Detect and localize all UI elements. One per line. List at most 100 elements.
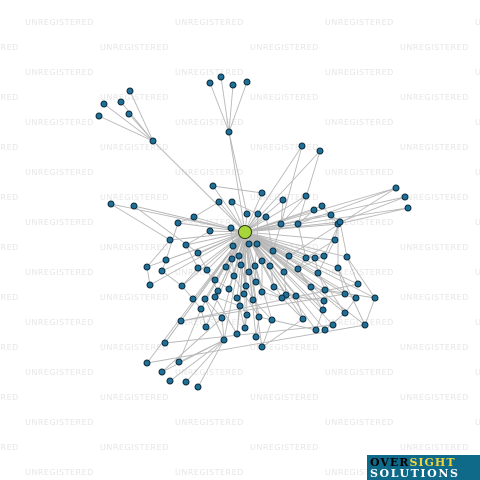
network-edge (181, 267, 199, 287)
watermark-text: UNREGISTERED (400, 293, 469, 302)
network-node (302, 192, 310, 200)
network-node (241, 324, 249, 332)
network-node (302, 254, 310, 262)
network-node (225, 128, 233, 136)
watermark-text: UNREGISTERED (100, 193, 169, 202)
network-node (158, 368, 166, 376)
network-edge (310, 286, 357, 299)
network-edge (244, 231, 376, 299)
network-edge (339, 221, 348, 258)
network-node (95, 112, 103, 120)
watermark-text: UNREGISTERED (325, 268, 394, 277)
network-edge (225, 245, 234, 268)
watermark-text: UNREGISTERED (325, 168, 394, 177)
network-edge (317, 272, 346, 314)
network-edge (236, 305, 241, 335)
network-node (243, 78, 251, 86)
network-node (130, 202, 138, 210)
network-node (225, 285, 233, 293)
watermark-text: UNREGISTERED (0, 43, 19, 52)
network-edge (265, 216, 274, 252)
network-node (162, 256, 170, 264)
network-node (252, 333, 260, 341)
network-edge (252, 299, 273, 321)
network-edge (285, 294, 325, 302)
network-edge (228, 131, 246, 233)
network-edge (103, 103, 154, 142)
network-node (161, 339, 169, 347)
network-edge (297, 187, 397, 225)
network-node (299, 315, 307, 323)
network-node (319, 306, 327, 314)
network-node (253, 240, 261, 248)
network-edge (339, 196, 406, 223)
network-node (117, 98, 125, 106)
network-edge (169, 231, 246, 241)
watermark-text: UNREGISTERED (400, 343, 469, 352)
watermark-text: UNREGISTERED (475, 368, 480, 377)
network-edge (297, 150, 321, 225)
network-edge (128, 113, 154, 142)
network-edge (228, 81, 248, 133)
network-node (258, 189, 266, 197)
network-node (218, 314, 226, 322)
network-edge (185, 231, 246, 246)
network-node (278, 294, 286, 302)
watermark-text: UNREGISTERED (400, 143, 469, 152)
network-node (166, 236, 174, 244)
network-edge (220, 76, 230, 133)
network-node (307, 283, 315, 291)
network-edge (244, 231, 339, 269)
network-node (245, 240, 253, 248)
network-node (143, 359, 151, 367)
watermark-text: UNREGISTERED (475, 418, 480, 427)
network-edge (180, 293, 346, 322)
network-node (316, 147, 324, 155)
network-edge (149, 231, 246, 286)
network-node (258, 343, 266, 351)
network-node (175, 358, 183, 366)
network-node (174, 219, 182, 227)
network-edge (110, 203, 171, 241)
network-node (331, 236, 339, 244)
network-edge (281, 297, 304, 320)
network-node (230, 272, 238, 280)
network-node (285, 252, 293, 260)
network-edge (256, 213, 259, 245)
network-node (262, 213, 270, 221)
network-node (240, 290, 248, 298)
watermark-text: UNREGISTERED (0, 393, 19, 402)
network-edge (129, 90, 154, 142)
watermark-text: UNREGISTERED (175, 318, 244, 327)
watermark-text: UNREGISTERED (100, 443, 169, 452)
network-edge (295, 295, 304, 320)
network-edge (337, 267, 366, 326)
network-node (229, 242, 237, 250)
network-edge (240, 264, 247, 287)
watermark-text: UNREGISTERED (175, 468, 244, 477)
network-node (206, 227, 214, 235)
watermark-text: UNREGISTERED (100, 243, 169, 252)
watermark-text: UNREGISTERED (175, 18, 244, 27)
network-edge (297, 223, 307, 259)
network-node (251, 262, 259, 270)
network-node (189, 295, 197, 303)
network-node (228, 255, 236, 263)
network-node (252, 278, 260, 286)
network-node (217, 73, 225, 81)
network-edge (223, 231, 246, 341)
network-edge (146, 324, 366, 364)
network-node (352, 294, 360, 302)
watermark-text: UNREGISTERED (475, 318, 480, 327)
network-edge (212, 185, 263, 194)
network-edge (244, 231, 336, 241)
network-edge (244, 195, 307, 233)
watermark-text: UNREGISTERED (100, 93, 169, 102)
network-node (149, 137, 157, 145)
watermark-text: UNREGISTERED (250, 343, 319, 352)
watermark-text: UNREGISTERED (0, 93, 19, 102)
network-edge (146, 239, 171, 268)
watermark-text: UNREGISTERED (475, 268, 480, 277)
network-edge (244, 231, 325, 257)
network-edge (244, 187, 397, 233)
